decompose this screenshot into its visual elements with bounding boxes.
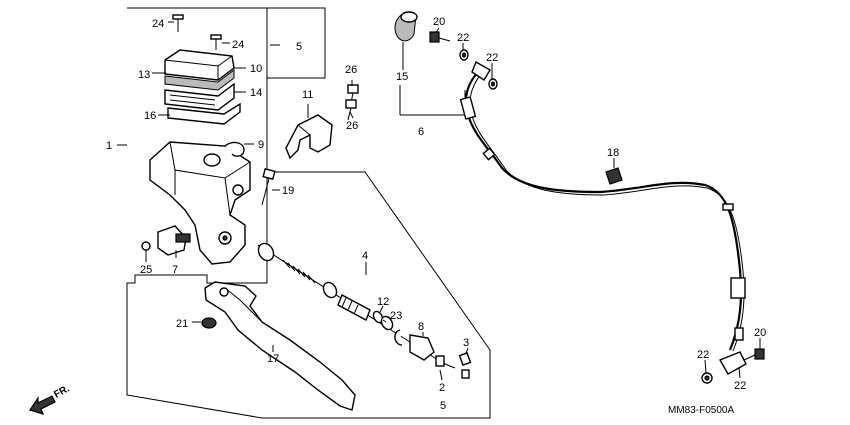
- callout-1: 1: [106, 140, 112, 152]
- hose-lower-fitting: [718, 351, 747, 375]
- circlip: [394, 329, 403, 346]
- callout-7: 7: [172, 264, 178, 276]
- pivot-bolt-2: [435, 355, 456, 369]
- cup-primary: [322, 281, 338, 299]
- diaphragm-14: [164, 82, 235, 111]
- callout-17: 17: [267, 353, 279, 365]
- callout-8: 8: [418, 321, 424, 333]
- hose-boot-15: [394, 11, 418, 42]
- callout-26: 26: [345, 64, 357, 76]
- boot-8: [409, 334, 435, 361]
- oil-bolt-20-lower: [743, 348, 765, 361]
- reservoir-cap-10: [164, 49, 235, 81]
- callout-14: 14: [250, 87, 262, 99]
- spring: [282, 259, 316, 284]
- callout-5: 5: [440, 400, 446, 412]
- clutch-hose: [459, 60, 746, 352]
- callout-24: 24: [232, 39, 244, 51]
- clutch-switch-7: [157, 225, 191, 256]
- front-direction-arrow: FR.: [29, 383, 72, 415]
- callout-22: 22: [457, 32, 469, 44]
- diagram-code: MM83-F0500A: [668, 405, 734, 416]
- callout-16: 16: [144, 110, 156, 122]
- screw-25: [141, 241, 151, 258]
- direction-label: FR.: [52, 383, 72, 400]
- screw-24-left: [172, 14, 184, 32]
- assembly-1-frame: [126, 7, 491, 419]
- sealing-washer-22-a: [459, 49, 469, 61]
- hose-clamp-18: [605, 167, 623, 185]
- callout-20: 20: [754, 327, 766, 339]
- bolt-26-lower: [345, 99, 357, 121]
- callout-22: 22: [734, 380, 746, 392]
- callout-13: 13: [138, 69, 150, 81]
- callout-9: 9: [258, 139, 264, 151]
- screw-24-right: [210, 34, 222, 50]
- assembly-5-frame: [267, 7, 326, 79]
- snap-ring-23: [380, 315, 394, 331]
- callout-26: 26: [346, 120, 358, 132]
- callout-25: 25: [140, 264, 152, 276]
- callout-19: 19: [282, 185, 294, 197]
- callout-12: 12: [377, 296, 389, 308]
- piston: [337, 294, 371, 321]
- callout-4: 4: [362, 250, 368, 262]
- callout-5: 5: [296, 41, 302, 53]
- nut-3: [458, 352, 472, 379]
- callout-22: 22: [486, 52, 498, 64]
- callout-labels: 24 24 5 13 10 14 16 9 1 19 25 7 11 26 26…: [106, 16, 766, 412]
- clip-9: [224, 141, 245, 157]
- callout-23: 23: [390, 310, 402, 322]
- callout-18: 18: [607, 147, 619, 159]
- leader-lines: [145, 21, 761, 381]
- cup-front: [257, 242, 275, 262]
- master-cylinder-body: [149, 141, 251, 265]
- sealing-washer-22-c: [701, 372, 713, 384]
- callout-24: 24: [152, 18, 164, 30]
- float-16: [167, 102, 241, 125]
- bolt-19: [261, 167, 276, 206]
- callout-11: 11: [302, 89, 313, 101]
- callout-3: 3: [463, 337, 469, 349]
- sealing-washer-22-b: [488, 78, 498, 90]
- callout-20: 20: [433, 16, 445, 28]
- callout-2: 2: [439, 382, 445, 394]
- callout-6: 6: [418, 126, 424, 138]
- clutch-lever-17: [204, 281, 356, 411]
- callout-10: 10: [250, 63, 262, 75]
- callout-22: 22: [697, 349, 709, 361]
- set-plate-13: [164, 69, 235, 91]
- callout-21: 21: [176, 318, 188, 330]
- master-cylinder-holder-11: [285, 114, 333, 160]
- pivot-collar-21: [201, 317, 217, 329]
- oil-bolt-20-upper: [429, 31, 451, 43]
- callout-15: 15: [396, 71, 408, 83]
